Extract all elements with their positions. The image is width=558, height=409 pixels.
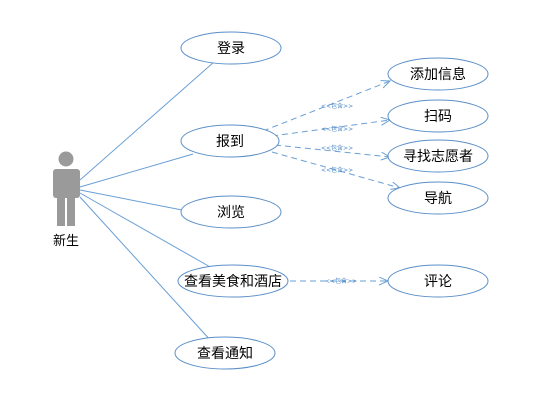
actor-student-icon	[53, 151, 80, 226]
use-case-notice-label: 查看通知	[197, 345, 253, 362]
use-case-scan[interactable]: 扫码	[387, 99, 489, 133]
use-case-report[interactable]: 报到	[180, 124, 280, 158]
use-case-report-label: 报到	[216, 134, 244, 150]
include-navigation	[271, 151, 400, 188]
use-case-login[interactable]: 登录	[180, 31, 282, 65]
use-case-navigation-label: 导航	[424, 191, 452, 207]
association-login	[79, 61, 215, 181]
use-case-navigation[interactable]: 导航	[387, 181, 489, 215]
use-case-browse-label: 浏览	[217, 205, 245, 221]
association-report	[79, 153, 194, 188]
use-case-find-volunteer[interactable]: 寻找志愿者	[387, 139, 489, 173]
use-case-add-info[interactable]: 添加信息	[387, 57, 489, 91]
include-label-add-info: <<包含>>	[321, 102, 353, 110]
use-case-food-hotel[interactable]: 查看美食和酒店	[177, 264, 289, 298]
use-case-login-label: 登录	[217, 41, 245, 57]
use-case-food-hotel-label: 查看美食和酒店	[184, 273, 282, 290]
use-case-comment[interactable]: 评论	[387, 264, 489, 298]
use-case-notice[interactable]: 查看通知	[174, 336, 276, 370]
include-label-scan: <<包含>>	[321, 125, 353, 133]
association-notice	[79, 196, 213, 343]
include-add-info	[262, 81, 390, 132]
use-case-find-volunteer-label: 寻找志愿者	[403, 149, 473, 165]
use-case-scan-label: 扫码	[424, 109, 452, 125]
use-case-comment-label: 评论	[424, 274, 452, 290]
include-label-comment: <<包含>>	[325, 277, 357, 285]
include-label-navigation: <<包含>>	[321, 166, 353, 174]
use-case-add-info-label: 添加信息	[410, 66, 466, 83]
association-browse	[79, 189, 183, 211]
use-case-browse[interactable]: 浏览	[180, 195, 282, 229]
include-label-find-volunteer: <<包含>>	[321, 144, 353, 152]
association-food-hotel	[79, 192, 213, 269]
actor-label: 新生	[53, 233, 79, 249]
